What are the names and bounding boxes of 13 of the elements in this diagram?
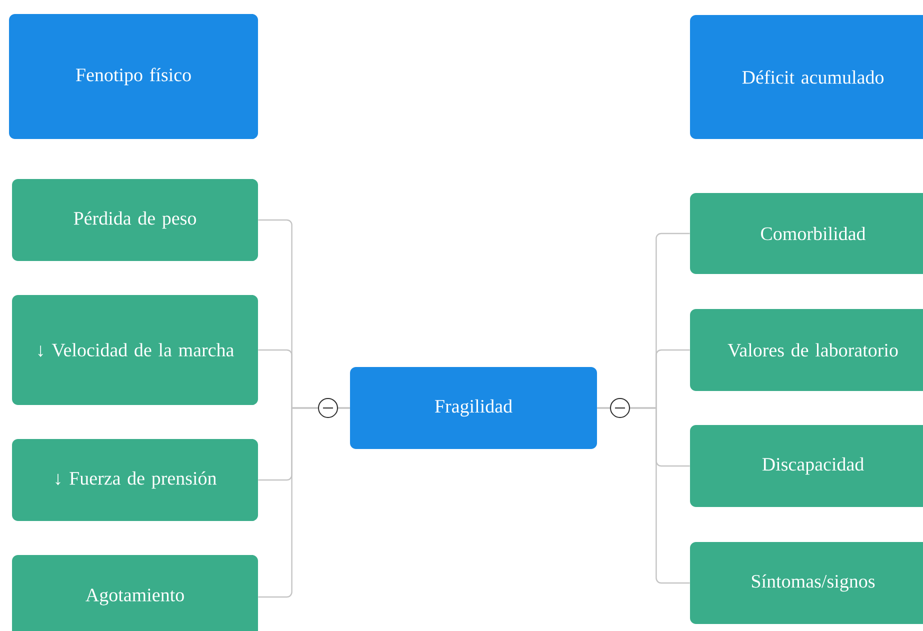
item-box: ↓ Velocidad de la marcha — [12, 294, 258, 405]
item-box: Valores de laboratorio — [690, 309, 923, 391]
item-box: Pérdida de peso — [12, 179, 258, 261]
item-box: ↓ Fuerza de prensión — [12, 438, 258, 521]
connector — [597, 407, 690, 584]
item-box: Comorbilidad — [690, 192, 923, 274]
connector — [258, 407, 350, 598]
heading-box: Fenotipo físico — [9, 14, 258, 139]
heading-box: Déficit acumulado — [690, 15, 923, 139]
item-box: Síntomas/signos — [690, 542, 923, 624]
central-box: Fragilidad — [350, 366, 597, 449]
item-box: Agotamiento — [12, 554, 258, 631]
item-box: Discapacidad — [690, 424, 923, 507]
